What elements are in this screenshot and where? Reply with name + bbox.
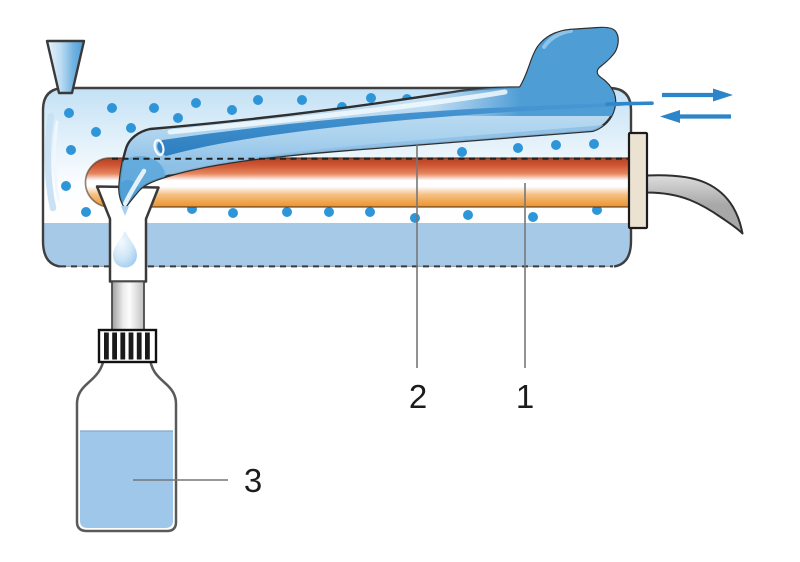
glass-reflection	[44, 112, 57, 212]
callout-label-1: 1	[516, 378, 534, 415]
bottle-cap	[97, 328, 158, 364]
inner-core	[157, 103, 652, 156]
vapor-dots	[61, 93, 602, 223]
drain-assembly	[95, 185, 160, 332]
flow-in-arrow-icon	[660, 110, 731, 123]
chamber-outline	[41, 86, 633, 268]
outlet-assembly	[627, 131, 744, 235]
cap-ribs	[104, 332, 150, 360]
drip-at-spout	[121, 206, 129, 216]
end-flange	[627, 131, 649, 230]
callout-label-3: 3	[244, 462, 262, 499]
bottle-adapter	[111, 280, 145, 332]
callout-label-2: 2	[409, 378, 427, 415]
outlet-spout-icon	[646, 174, 744, 235]
core-tip	[605, 101, 654, 106]
flow-arrows	[605, 88, 733, 123]
water-droplet-icon	[113, 231, 137, 268]
funnel-shape	[45, 39, 86, 95]
flow-out-arrow-icon	[662, 88, 733, 102]
bottle-liquid	[80, 431, 173, 528]
callouts: 2 1 3	[133, 144, 534, 499]
collection-bottle	[75, 328, 178, 533]
drain-funnel	[95, 185, 160, 283]
bubble-icon	[153, 139, 165, 156]
feed-funnel	[45, 39, 86, 95]
glass-reflection-inner	[53, 120, 60, 202]
